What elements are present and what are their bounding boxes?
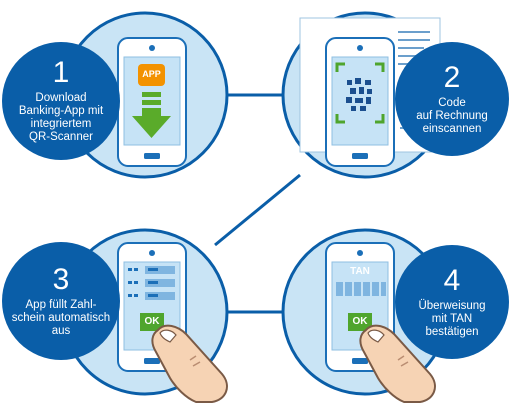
step-badge-1: 1 Download Banking-App mit integriertem …	[2, 42, 120, 160]
step-text: Code auf Rechnung einscannen	[416, 96, 488, 135]
step-number: 3	[52, 262, 70, 296]
finger-icon	[151, 324, 228, 403]
qr-code-icon	[346, 78, 372, 111]
step-text: Überweisung mit TAN bestätigen	[418, 299, 486, 338]
phone-step1	[117, 37, 187, 167]
step-number: 4	[443, 263, 461, 297]
phone-step2	[325, 37, 395, 167]
step-number: 2	[443, 60, 461, 94]
step-badge-3: 3 App füllt Zahl- schein automatisch aus	[2, 242, 120, 360]
tan-label: TAN	[350, 266, 370, 277]
finger-icon	[359, 324, 436, 403]
scan-frame	[335, 62, 385, 124]
step-badge-2: 2 Code auf Rechnung einscannen	[395, 42, 509, 156]
step-text: Download Banking-App mit integriertem QR…	[18, 92, 104, 143]
ok-label-step3: OK	[144, 316, 160, 327]
ok-label-step4: OK	[352, 316, 368, 327]
ok-button-step3	[140, 313, 164, 331]
step-text: App füllt Zahl- schein automatisch aus	[11, 298, 111, 337]
tan-input-boxes	[336, 282, 386, 296]
step-badge-4: 4 Überweisung mit TAN bestätigen	[395, 245, 509, 359]
connector-diagonal	[214, 173, 301, 247]
download-arrow-icon	[132, 92, 171, 138]
app-icon	[138, 64, 165, 86]
ok-button-step4	[348, 313, 372, 331]
step-number: 1	[52, 56, 70, 89]
app-icon-label: APP	[142, 69, 161, 79]
form-fields	[128, 266, 175, 300]
